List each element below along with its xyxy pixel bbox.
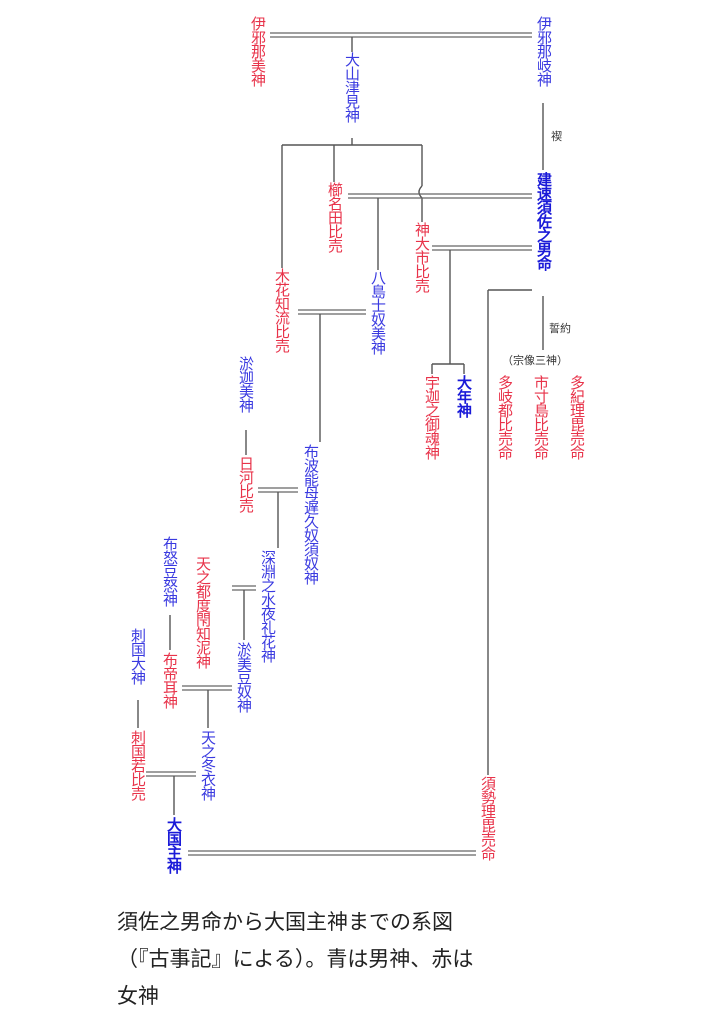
deity-sashikuni-okami: 刺国大神 — [129, 628, 147, 684]
deity-okami: 淤迦美神 — [237, 356, 255, 412]
note-misogi: 禊 — [551, 130, 562, 143]
deity-hikawahime: 日河比売 — [237, 456, 255, 512]
figure-caption: 須佐之男命から大国主神までの系図 （『古事記』による）。青は男神、赤は 女神 — [117, 904, 597, 1015]
deity-fukabuchi: 深淵之水夜礼花神 — [259, 550, 277, 662]
caption-line-2: （『古事記』による）。青は男神、赤は — [117, 947, 474, 971]
deity-futemimi: 布帝耳神 — [161, 652, 179, 708]
deity-tagitsuhime: 多岐都比売命 — [496, 375, 514, 459]
deity-izanami: 伊邪那美神 — [249, 16, 267, 86]
deity-funozunu: 布怒豆怒神 — [161, 536, 179, 606]
deity-okuninushi: 大国主神 — [165, 817, 183, 873]
deity-izanagi: 伊邪那岐神 — [535, 16, 553, 86]
deity-ichikishima: 市寸島比売命 — [532, 375, 550, 459]
deity-kamuoichi: 神大市比売 — [413, 222, 431, 292]
deity-yashimajinumi: 八島士奴美神 — [369, 270, 387, 354]
deity-konohana: 木花知流比売 — [273, 268, 291, 352]
caption-line-1: 須佐之男命から大国主神までの系図 — [117, 910, 453, 934]
deity-takiri: 多紀理毘売命 — [568, 375, 586, 459]
note-munakata: （宗像三神） — [502, 354, 568, 367]
deity-fuhanomojikunusunu: 布波能母遅久奴須奴神 — [302, 444, 320, 584]
caption-line-3: 女神 — [117, 984, 159, 1008]
deity-otoshi: 大年神 — [455, 375, 473, 417]
deity-susanoo: 建速須佐之男命 — [535, 172, 553, 270]
deity-omizunu: 淤美豆奴神 — [235, 642, 253, 712]
genealogy-diagram: 伊邪那美神 伊邪那岐神 大山津見神 禊 櫛名田比売 建速須佐之男命 神大市比売 … — [129, 16, 586, 873]
genealogy-lines — [137, 32, 544, 856]
deity-oyamatsumi: 大山津見神 — [343, 52, 361, 122]
deity-ukanomitama: 宇迦之御魂神 — [423, 375, 441, 459]
deity-ametsudoechine: 天之都度閇知泥神 — [194, 556, 212, 668]
deity-suseri: 須勢理毘売命 — [479, 776, 497, 860]
deity-kushinada: 櫛名田比売 — [326, 182, 344, 252]
deity-sashikuni-wakahime: 刺国若比売 — [129, 730, 147, 800]
deity-amenofuyukinu: 天之冬衣神 — [199, 730, 217, 800]
note-ukei: 誓約 — [549, 322, 571, 335]
